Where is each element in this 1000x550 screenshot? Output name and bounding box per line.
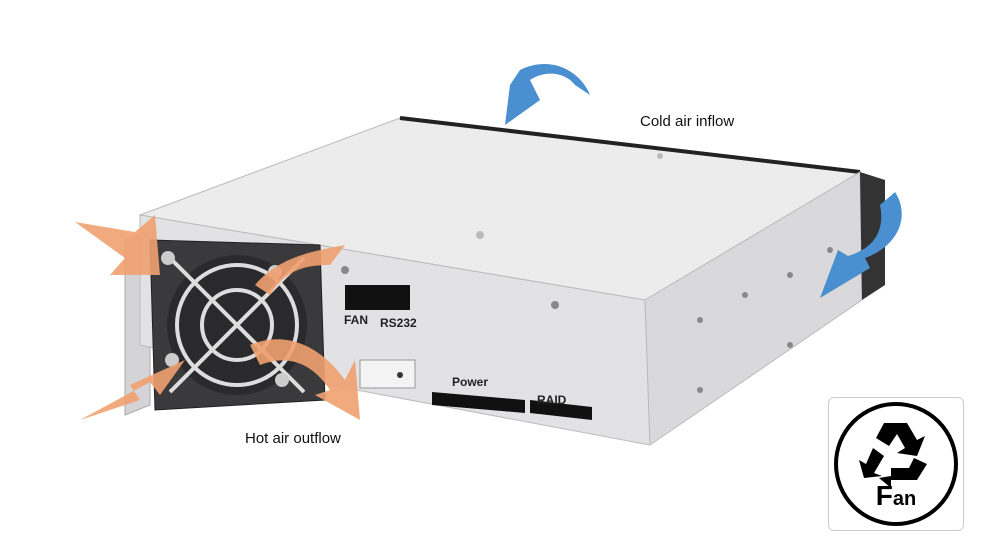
screw-hole	[476, 231, 484, 239]
led-window	[359, 359, 416, 389]
top-edge	[399, 116, 861, 174]
badge-text-rest: an	[892, 488, 917, 510]
cold-air-inflow-label: Cold air inflow	[640, 113, 735, 130]
hot-air-arrows	[75, 215, 360, 420]
badge-text-initial: F	[875, 480, 893, 511]
cold-air-arrows	[505, 64, 902, 298]
screw-hole	[657, 153, 663, 159]
fan-recycle-badge: Fan	[828, 397, 964, 531]
fan-port-label: FAN	[344, 313, 368, 327]
recycle-icon	[859, 423, 927, 488]
hot-air-outflow-label: Hot air outflow	[245, 430, 341, 447]
power-connector	[432, 392, 525, 413]
rs232-port-label: RS232	[380, 316, 417, 330]
fan-grill	[168, 256, 306, 394]
raid-connector	[530, 400, 592, 420]
raid-port-label: RAID	[537, 393, 567, 407]
fan-rs232-connector	[345, 285, 410, 310]
badge-text: Fan	[829, 480, 963, 512]
power-port-label: Power	[452, 375, 489, 389]
